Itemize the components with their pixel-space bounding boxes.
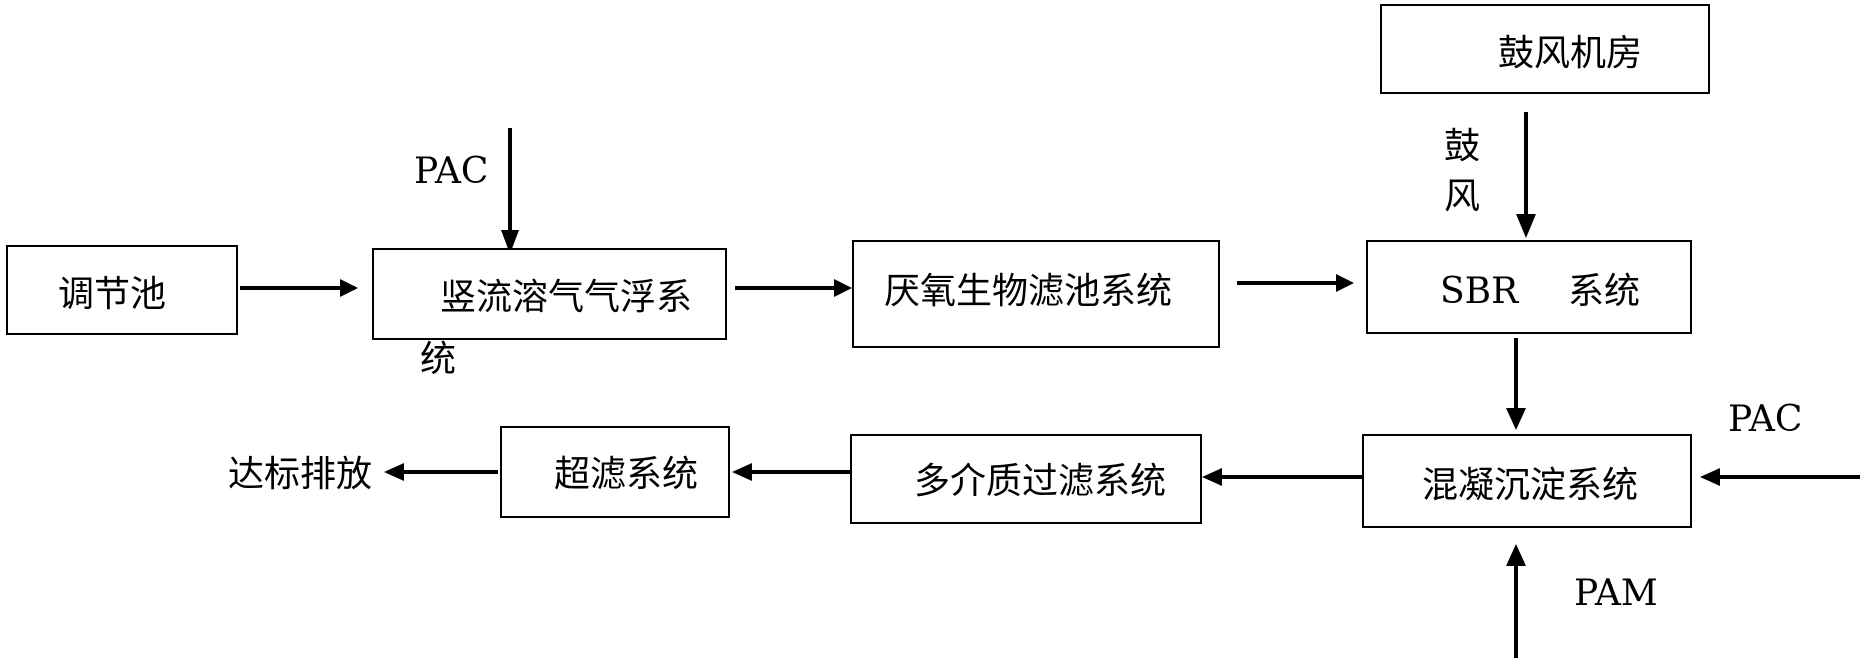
sbr-label: SBR: [1440, 271, 1519, 312]
arrowhead: [1506, 408, 1526, 430]
arrowhead: [501, 230, 519, 254]
regulating-tank-box: [6, 245, 238, 335]
flotation-label: 竖流溶气气浮系: [440, 277, 693, 318]
anaerobic-filter-box: [852, 240, 1220, 348]
arrowhead: [1336, 274, 1354, 292]
pac-top-label: PAC: [414, 151, 489, 192]
flotation-label-wrap: 统: [420, 339, 457, 380]
arrowhead: [834, 279, 852, 297]
aeration-label: 鼓 风: [1442, 122, 1482, 222]
ultrafiltration-label: 超滤系统: [554, 454, 699, 495]
ultrafiltration-box: [500, 426, 730, 518]
multimedia-filter-label: 多介质过滤系统: [914, 461, 1167, 502]
multimedia-filter-box: [850, 434, 1202, 524]
pam-bottom-label: PAM: [1574, 573, 1658, 614]
coagulation-box: [1362, 434, 1692, 528]
coagulation-label: 混凝沉淀系统: [1422, 465, 1639, 506]
flotation-box: [372, 248, 727, 340]
arrowhead: [1506, 544, 1526, 566]
arrowhead: [1700, 468, 1720, 486]
arrowhead: [384, 463, 404, 481]
blower-room-label: 鼓风机房: [1498, 33, 1643, 74]
arrowhead: [1202, 468, 1222, 486]
aeration-char-1: 鼓: [1443, 126, 1480, 167]
aeration-char-2: 风: [1443, 176, 1480, 217]
arrowhead: [340, 279, 358, 297]
blower-room-box: [1380, 4, 1710, 94]
regulating-tank-label: 调节池: [58, 274, 167, 315]
arrowhead: [732, 463, 752, 481]
anaerobic-filter-label: 厌氧生物滤池系统: [884, 271, 1173, 312]
sbr-label-suffix: 系统: [1568, 271, 1641, 312]
sbr-box: [1366, 240, 1692, 334]
discharge-label: 达标排放: [228, 454, 373, 495]
pac-right-label: PAC: [1728, 399, 1803, 440]
arrowhead: [1516, 214, 1536, 238]
